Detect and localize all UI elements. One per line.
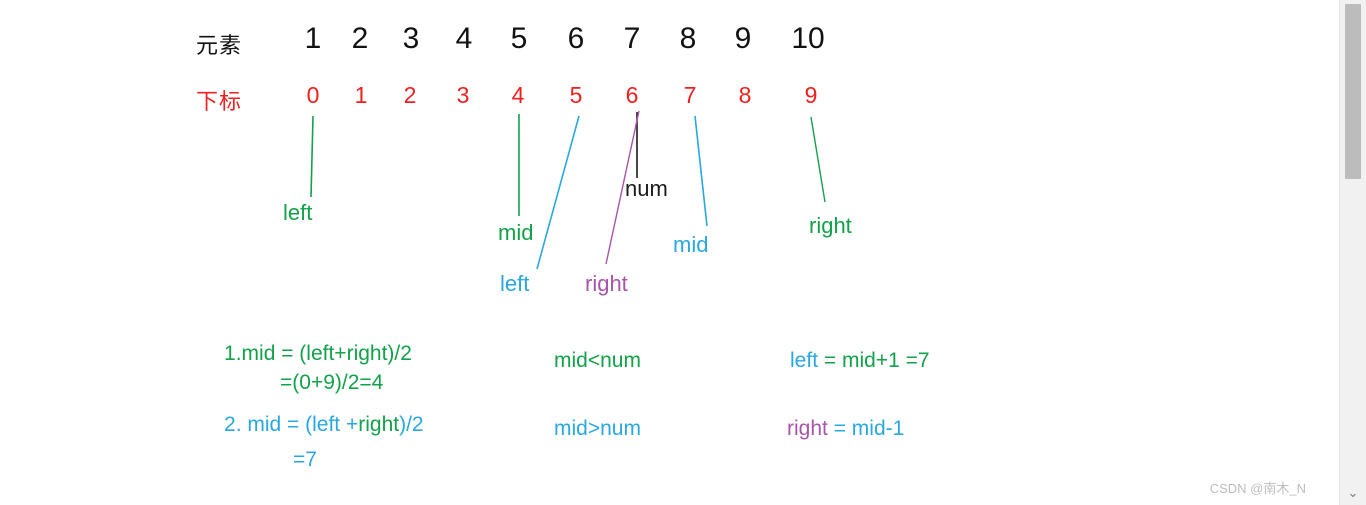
pointer-label-right-green: right: [809, 213, 852, 238]
formula-step2-line1-part-b: right: [358, 413, 400, 436]
element-cell: 6: [567, 22, 585, 55]
formula-compare-1: mid<num: [519, 325, 641, 397]
pointer-label-left-green: left: [283, 200, 313, 225]
pointer-label-num: num: [625, 176, 668, 201]
index-cell: 9: [804, 82, 818, 108]
element-cell: 5: [510, 22, 528, 55]
pointer-label-right-purple: right: [585, 271, 628, 296]
element-cell: 4: [455, 22, 473, 55]
index-cell: 6: [625, 82, 639, 108]
row-label-index: 下标: [196, 89, 243, 114]
formula-step1-line2-text: =(0+9)/2=4: [280, 371, 384, 394]
element-cell: 10: [791, 22, 825, 55]
index-cell: 1: [354, 82, 368, 108]
formula-compare-1-text: mid<num: [554, 349, 641, 372]
index-cell: 8: [738, 82, 752, 108]
formula-compare-2-text: mid>num: [554, 417, 641, 440]
leader-line-right-green: [810, 116, 826, 203]
row-label-elements: 元素: [196, 33, 243, 58]
formula-update-1: left = mid+1 =7: [755, 325, 930, 397]
pointer-label-left-blue: left: [500, 271, 530, 296]
leader-line-left-green: [310, 115, 314, 198]
formula-update-1-part-b: = mid+1 =7: [818, 349, 930, 372]
index-cell: 7: [683, 82, 697, 108]
index-cell: 0: [306, 82, 320, 108]
index-cell: 2: [403, 82, 417, 108]
index-cell: 3: [456, 82, 470, 108]
formula-step2-line2-text: =7: [293, 448, 317, 471]
leader-line-mid-blue: [694, 115, 708, 227]
csdn-watermark: CSDN @南木_N: [1209, 481, 1306, 496]
element-cell: 7: [623, 22, 641, 55]
pointer-label-mid-blue: mid: [673, 232, 709, 257]
formula-step2-line1-part-a: 2. mid = (left +: [224, 413, 359, 436]
formula-step2-line1-part-c: )/2: [399, 413, 424, 436]
formula-step2-line2: =7: [258, 424, 317, 496]
chevron-down-icon[interactable]: ⌄: [1347, 485, 1359, 500]
formula-update-2-part-b: = mid-1: [827, 417, 905, 440]
element-cell: 3: [402, 22, 420, 55]
formula-step1-line2: =(0+9)/2=4: [245, 347, 383, 419]
formula-step1-line1: 1.mid = (left+right)/2: [189, 318, 412, 390]
element-cell: 8: [679, 22, 697, 55]
formula-step1-line1-text: 1.mid = (left+right)/2: [224, 342, 412, 365]
scrollbar-thumb[interactable]: [1345, 4, 1361, 179]
formula-step2-line1: 2. mid = (left +right)/2: [189, 389, 424, 461]
formula-update-1-part-a: left: [790, 349, 819, 372]
element-cell: 9: [734, 22, 752, 55]
index-cell: 4: [511, 82, 525, 108]
element-cell: 2: [351, 22, 369, 55]
formula-update-2-part-a: right: [787, 417, 828, 440]
leader-line-left-blue: [536, 115, 580, 270]
vertical-scrollbar[interactable]: ⌄: [1339, 0, 1366, 505]
element-cell: 1: [304, 22, 322, 55]
formula-compare-2: mid>num: [519, 393, 641, 465]
pointer-label-mid-green: mid: [498, 220, 534, 245]
index-cell: 5: [569, 82, 583, 108]
formula-update-2: right = mid-1: [752, 393, 904, 465]
